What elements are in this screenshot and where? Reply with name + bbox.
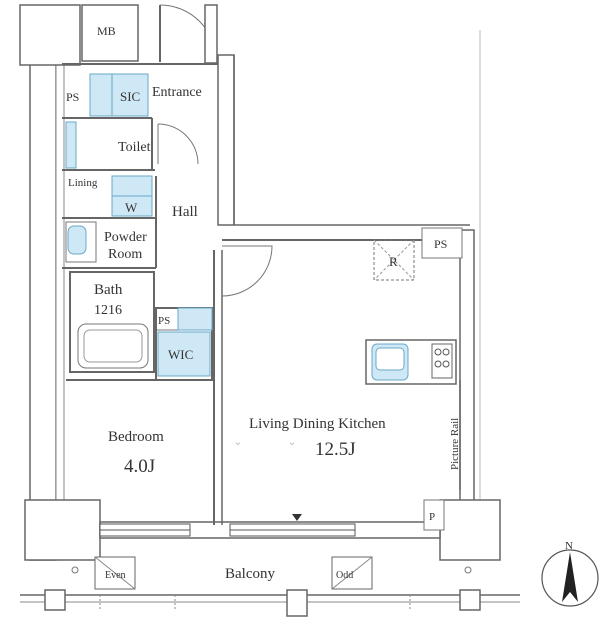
label-bath-size: 1216 <box>94 303 122 318</box>
label-hall: Hall <box>172 204 198 220</box>
label-bath: Bath <box>94 282 123 298</box>
svg-text:ᵕ: ᵕ <box>290 440 294 451</box>
labels: MB PS SIC Entrance Toilet Lining W Hall … <box>66 24 461 582</box>
label-w: W <box>125 200 138 215</box>
label-powder: Powder <box>104 230 147 245</box>
label-ps-top: PS <box>66 90 79 104</box>
label-wic: WIC <box>168 347 193 362</box>
label-sic: SIC <box>120 89 140 104</box>
label-bedroom: Bedroom <box>108 429 164 445</box>
label-room: Room <box>108 247 142 262</box>
label-toilet: Toilet <box>118 140 151 155</box>
label-ps-ldk: PS <box>434 237 447 251</box>
structure <box>19 4 520 617</box>
label-p: P <box>429 511 435 523</box>
label-entrance: Entrance <box>152 85 202 100</box>
label-even: Even <box>105 570 126 581</box>
label-bedroom-size: 4.0J <box>124 456 155 477</box>
label-mb: MB <box>97 24 116 38</box>
label-lining: Lining <box>68 177 98 189</box>
label-picture-rail: Picture Rail <box>449 418 461 470</box>
label-ldk: Living Dining Kitchen <box>249 416 386 432</box>
label-north: N <box>565 540 573 552</box>
label-odd: Odd <box>336 570 353 581</box>
label-balcony: Balcony <box>225 566 275 582</box>
svg-text:ᵕ: ᵕ <box>236 440 240 451</box>
label-ldk-size: 12.5J <box>315 439 356 460</box>
label-ps-mid: PS <box>158 315 170 327</box>
north-compass-icon: N <box>541 540 599 607</box>
label-r: R <box>389 254 398 269</box>
sic-storage <box>89 73 149 117</box>
interior-walls: ᵕ ᵕ <box>62 73 463 590</box>
